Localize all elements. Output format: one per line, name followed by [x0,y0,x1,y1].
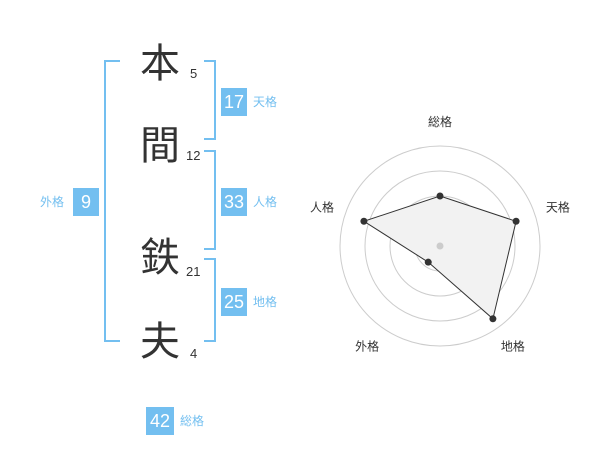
radar-axis-label: 人格 [310,200,334,215]
radar-ring [364,170,516,322]
radar-point [512,217,520,225]
gaikaku-bracket [104,60,120,342]
radar-point [360,217,368,225]
radar-ring [339,145,541,347]
name-char-4: 夫 [140,319,180,365]
soukaku-label: 総格 [180,414,205,428]
jinkaku-label: 人格 [253,195,278,209]
radar-axis-label: 天格 [546,200,570,215]
jinkaku-bracket [204,150,216,250]
stroke-count-3: 21 [186,264,201,279]
radar-point [436,192,444,200]
radar-polygon [362,195,517,320]
gaikaku-value: 9 [73,188,99,216]
radar-center-dot [436,242,444,250]
tenkaku-value: 17 [221,88,247,116]
chikaku-value: 25 [221,288,247,316]
radar-point [424,258,432,266]
name-char-3: 鉄 [140,235,180,281]
gaikaku-label: 外格 [40,195,65,209]
jinkaku-value: 33 [221,188,247,216]
name-char-1: 本 [140,41,180,87]
chikaku-bracket [204,258,216,342]
chikaku-label: 地格 [253,295,278,309]
tenkaku-bracket [204,60,216,140]
stroke-count-4: 4 [190,346,198,361]
radar-axis-label: 総格 [428,114,452,129]
stroke-count-2: 12 [186,148,201,163]
radar-axis-label: 外格 [355,338,379,353]
soukaku-value: 42 [146,407,174,435]
radar-axis-label: 地格 [501,338,525,353]
stroke-count-1: 5 [190,66,198,81]
tenkaku-label: 天格 [253,95,278,109]
name-char-2: 間 [140,123,180,169]
radar-point [489,315,497,323]
